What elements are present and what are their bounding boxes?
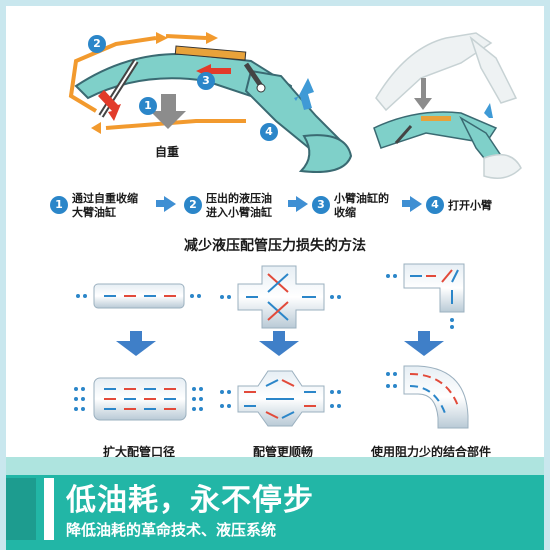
- step-arrow-2-body: [288, 200, 296, 207]
- blue-arrow-up: [294, 78, 314, 110]
- method-3-caption: 使用阻力少的结合部件: [370, 445, 491, 459]
- step-3-number: 3: [312, 196, 330, 214]
- step-2-text: 压出的液压油 进入小臂油缸: [206, 192, 272, 220]
- methods-illustration: [74, 263, 469, 429]
- marker-2: 2: [88, 35, 106, 53]
- step-3-line1: 小臂油缸的: [334, 192, 389, 205]
- method-2-after: [220, 370, 341, 427]
- motion-arrows: [68, 34, 246, 130]
- step-3-text: 小臂油缸的 收缩: [334, 192, 389, 220]
- marker-3: 3: [197, 72, 215, 90]
- self-weight-label: 自重: [155, 145, 180, 159]
- bucket: [298, 134, 353, 173]
- step-arrow-3-body: [402, 200, 410, 207]
- banner-left-block: [6, 478, 36, 540]
- method-1-after: [74, 377, 203, 421]
- step-arrow-1-body: [156, 200, 164, 207]
- marker-4: 4: [260, 123, 278, 141]
- method-1-before: [76, 283, 201, 309]
- method-1-down-arrow: [116, 341, 156, 356]
- step-arrow-2: [296, 196, 308, 212]
- method-3-down-arrow: [404, 341, 444, 356]
- self-weight-arrow: [150, 94, 186, 129]
- method-2-caption: 配管更顺畅: [252, 445, 313, 459]
- step-2-line1: 压出的液压油: [206, 192, 272, 205]
- step-1-line2: 大臂油缸: [72, 206, 116, 219]
- marker-1: 1: [139, 97, 157, 115]
- step-2-line2: 进入小臂油缸: [206, 206, 272, 219]
- method-2-before: [220, 265, 341, 329]
- step-4-line1: 打开小臂: [448, 199, 492, 212]
- excavator-arm-diagram: [68, 32, 353, 173]
- step-1-text: 通过自重收缩 大臂油缸: [72, 192, 138, 220]
- method-2-down-arrow: [259, 341, 299, 356]
- step-4-text: 打开小臂: [448, 199, 492, 213]
- step-1-number: 1: [50, 196, 68, 214]
- step-arrow-3: [410, 196, 422, 212]
- step-1-line1: 通过自重收缩: [72, 192, 138, 205]
- section-title: 减少液压配管压力损失的方法: [184, 238, 366, 254]
- step-4-number: 4: [426, 196, 444, 214]
- banner-top-strip: [6, 457, 544, 475]
- banner-title: 低油耗，永不停步: [66, 483, 314, 518]
- method-3-before: [386, 263, 465, 329]
- method-3-after: [386, 365, 469, 429]
- banner-subtitle: 降低油耗的革命技术、液压系统: [66, 521, 277, 539]
- method-1-caption: 扩大配管口径: [102, 445, 175, 459]
- banner-left-bar: [44, 478, 54, 540]
- step-arrow-1: [164, 196, 176, 212]
- excavator-motion-ghost: [373, 32, 522, 179]
- step-2-number: 2: [184, 196, 202, 214]
- step-3-line2: 收缩: [334, 206, 356, 219]
- red-arrow-down: [98, 90, 121, 121]
